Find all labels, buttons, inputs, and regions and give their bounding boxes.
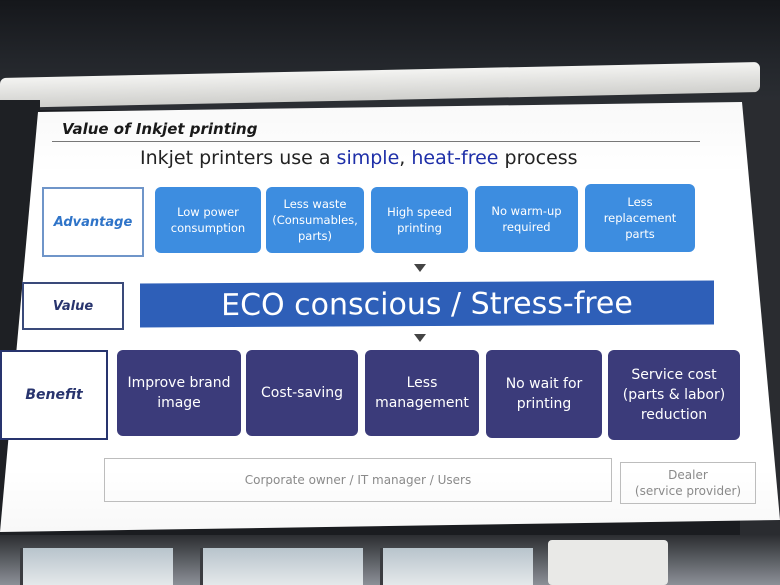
slide-subtitle: Inkjet printers use a simple, heat-free … (140, 147, 640, 169)
window-pane (380, 548, 533, 585)
benefit-text: Cost-saving (261, 385, 343, 401)
advantage-box: Less waste (Consumables, parts) (266, 187, 364, 253)
down-arrow-icon (414, 334, 426, 342)
advantage-text: No warm-up required (491, 204, 562, 234)
value-label: Value (22, 282, 124, 330)
advantage-box: High speed printing (371, 187, 468, 253)
window-pane (20, 548, 173, 585)
subtitle-highlight-heat-free: heat-free (411, 147, 499, 169)
window-pane (200, 548, 363, 585)
subtitle-text: , (399, 147, 412, 169)
dealer-title: Dealer (668, 468, 708, 482)
benefit-text: Service cost (parts & labor) reduction (622, 367, 726, 423)
benefit-box: Cost-saving (246, 350, 358, 436)
advantage-text: Low power consumption (170, 205, 246, 235)
subtitle-text: Inkjet printers use a (140, 147, 337, 169)
advantage-text: High speed printing (387, 205, 452, 235)
advantage-box: Less replacement parts (585, 184, 695, 252)
subtitle-highlight-simple: simple (336, 147, 400, 169)
value-banner: ECO conscious / Stress-free (140, 280, 714, 328)
benefit-box: Service cost (parts & labor) reduction (608, 350, 740, 440)
benefit-text: Improve brand image (127, 375, 231, 411)
benefit-text: No wait for printing (505, 376, 583, 412)
benefit-text: Less management (375, 375, 469, 411)
audience-owner-box: Corporate owner / IT manager / Users (104, 458, 612, 502)
slide-heading: Value of Inkjet printing (62, 120, 258, 138)
projector-device (548, 540, 668, 585)
heading-divider (52, 141, 700, 142)
benefit-label: Benefit (0, 350, 108, 440)
dealer-subtitle: (service provider) (634, 484, 742, 498)
advantage-text: Less waste (Consumables, parts) (272, 197, 358, 243)
audience-dealer-box: Dealer (service provider) (620, 462, 756, 504)
subtitle-text: process (498, 147, 578, 169)
benefit-box: No wait for printing (486, 350, 602, 438)
down-arrow-icon (414, 264, 426, 272)
advantage-text: Less replacement parts (603, 195, 677, 241)
benefit-box: Improve brand image (117, 350, 241, 436)
advantage-box: Low power consumption (155, 187, 261, 253)
benefit-box: Less management (365, 350, 479, 436)
advantage-label: Advantage (42, 187, 144, 257)
advantage-box: No warm-up required (475, 186, 578, 252)
